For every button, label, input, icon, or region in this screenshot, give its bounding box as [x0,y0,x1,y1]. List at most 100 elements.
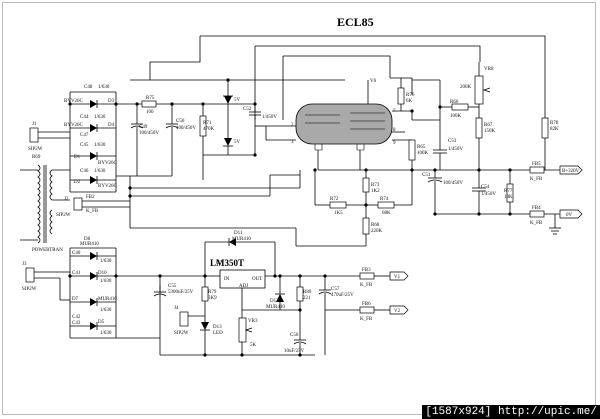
label-c55v: 5300uF/25V [168,290,194,295]
label-c49: C49 [139,125,148,130]
label-r77: R77 [504,189,513,194]
label-c56: C56 [290,333,299,338]
label-j4b: SIP2W [174,331,189,336]
svg-text:K_FB: K_FB [86,209,99,214]
label-d11b: MUR410 [232,237,251,242]
label-r77v: 18K [504,195,513,200]
label-d10: D10 [98,271,107,276]
label-outl: OUT [252,277,262,282]
label-r78v: 82K [550,127,559,132]
label-fb5: FB5 [532,162,541,167]
label-byv: BYV26C [64,123,84,128]
label-j2: J2 [64,197,69,202]
label-d3: D3 [108,99,115,104]
label-r72v: 1K5 [334,211,343,216]
image-source-footer: [1587x924] http://upic.me/ [422,405,600,419]
label-kfb4: K_FB [360,317,373,322]
label-r76: R76 [406,93,415,98]
j3-connector: J3 SIP2W [22,262,70,301]
label-d12: D12 [270,299,279,304]
svg-text:9: 9 [393,141,396,146]
label-r73: R73 [371,183,380,188]
label-inl: IN [224,277,230,282]
label-c53: C53 [448,139,457,144]
label-r72: R72 [330,197,339,202]
label-kfb2: K_FB [530,221,543,226]
label-r67: R67 [484,123,493,128]
svg-text:1/630: 1/630 [100,279,112,284]
label-j3: J3 [22,262,27,267]
left-input: J1 SIP2W R69 POWERTRAN J2 SIP2W FB2 K_FB [20,122,301,253]
label-kfb1: K_FB [530,177,543,182]
label-j4: J4 [174,306,179,311]
label-d11: D11 [234,231,243,236]
label-c43: C43 [72,321,81,326]
label-fb2: FB2 [86,195,95,200]
center-lower-network: R73 1K2 R72 1K5 R74 68K R68 220K [130,170,413,247]
label-j3b: SIP2W [22,287,37,292]
label-j1: J1 [32,122,37,127]
label-d4: D4 [108,123,115,128]
label-d13b: LED [213,331,223,336]
label-c47: C47 [80,133,89,138]
label-j2b: SIP2W [56,213,71,218]
label-r80v: 221 [303,296,311,301]
tube-ecl85: V6 2 3 7 8 9 [266,79,412,170]
label-v2: V2 [394,309,401,314]
label-c40: C40 [72,251,81,256]
label-c54v: 1/450V [481,192,496,197]
label-c52v: 1/450V [262,115,277,120]
label-r67v: 150K [484,129,496,134]
lv-regulator: C55 5300uF/25V D11 MUR410 LM350T U7 IN O… [116,231,409,356]
right-top-network: R76 6K VR8 200K R66 100K R67 150K R78 82… [318,62,583,235]
label-r80: R80 [303,290,312,295]
label-r71: R71 [203,121,212,126]
label-c56v: 10uF/25V [284,349,305,354]
schematic-title: ECL85 [337,15,374,29]
label-d12b: MUR410 [266,305,285,310]
label-byv: BYV26C [98,184,118,189]
label-z2: 5V [234,140,241,145]
label-r66v: 100K [450,114,462,119]
label-c54: C54 [481,185,490,190]
label-r65v: 100K [417,151,429,156]
label-c51: C51 [422,173,431,178]
label-pt: POWERTRAN [32,248,63,253]
label-r65: R65 [417,145,426,150]
label-v1: V1 [394,275,401,280]
svg-text:1/630: 1/630 [98,85,110,90]
svg-text:8: 8 [393,128,396,133]
label-r79: R79 [208,290,217,295]
label-r76v: 6K [406,99,413,104]
svg-text:1/630: 1/630 [94,169,106,174]
label-c48: C48 [84,85,93,90]
label-c53v: 1/450V [448,147,463,152]
label-d13: D13 [213,325,222,330]
label-r78: R78 [550,121,559,126]
label-c41: C41 [72,271,81,276]
svg-text:7: 7 [393,109,396,114]
label-d5: D5 [98,320,105,325]
label-c51v: 100/450V [443,181,463,186]
label-vr3: VR3 [248,319,258,324]
label-r74v: 68K [382,211,391,216]
label-lm: LM350T [210,258,244,268]
label-fb6: FB6 [362,302,371,307]
hv-filter: R75 100 C49 100/450V C50 100/450V R71 47… [116,80,277,180]
label-kfb3: K_FB [360,283,373,288]
label-mur410: MUR410 [98,297,117,302]
label-r73v: 1K2 [371,189,380,194]
label-c42: C42 [72,315,81,320]
label-c50: C50 [176,119,185,124]
label-r66: R66 [450,100,459,105]
svg-text:1/630: 1/630 [94,143,106,148]
svg-text:1/630: 1/630 [94,115,106,120]
label-c46: C46 [80,169,89,174]
label-adj: ADJ [239,284,248,289]
label-r68v: 220K [371,229,383,234]
tube-v6-label: V6 [370,79,377,84]
